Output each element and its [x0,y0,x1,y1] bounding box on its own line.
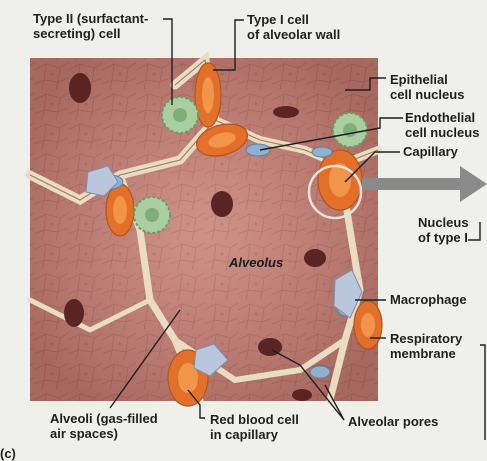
label-type-ii-cell: Type II (surfactant- secreting) cell [33,11,149,41]
label-red-blood-cell: Red blood cell in capillary [210,412,299,442]
capillary-center [195,123,249,157]
type-ii-cells [133,96,368,234]
leader-type1 [213,19,244,71]
label-alveolus: Alveolus [229,255,284,270]
label-nucleus-type-i: Nucleus of type I [418,215,469,245]
leader-type2 [163,18,173,105]
leader-endothelial [259,117,403,151]
label-type-i-cell: Type I cell of alveolar wall [247,12,341,42]
label-respiratory-membrane: Respiratory membrane [390,331,463,361]
label-capillary: Capillary [403,144,458,159]
macrophages [85,165,363,377]
label-alveolar-pores: Alveolar pores [348,414,439,429]
leader-epithelial [345,77,386,91]
label-epithelial-nucleus: Epithelial cell nucleus [390,72,465,102]
leader-pores-a [271,349,345,421]
capillary-left [105,183,135,237]
enlarge-arrow [362,166,487,202]
leader-respiratory-bracket [480,344,486,440]
label-macrophage: Macrophage [390,292,467,307]
capillary-top [194,62,222,128]
capillary-right [317,149,363,211]
leader-nucleus-type1 [468,222,481,241]
capillary-lower-right [353,300,383,350]
leader-alveoli [109,309,181,409]
panel-letter: (c) [0,446,16,461]
leader-pores-b [324,384,345,421]
magnifier-circle [307,164,363,220]
label-alveoli: Alveoli (gas-filled air spaces) [50,411,158,441]
label-endothelial-nucleus: Endothelial cell nucleus [405,110,480,140]
alveolar-pores [64,73,326,401]
leader-capillary [344,151,400,183]
leader-rbc [187,389,205,419]
leader-lines [109,18,486,440]
